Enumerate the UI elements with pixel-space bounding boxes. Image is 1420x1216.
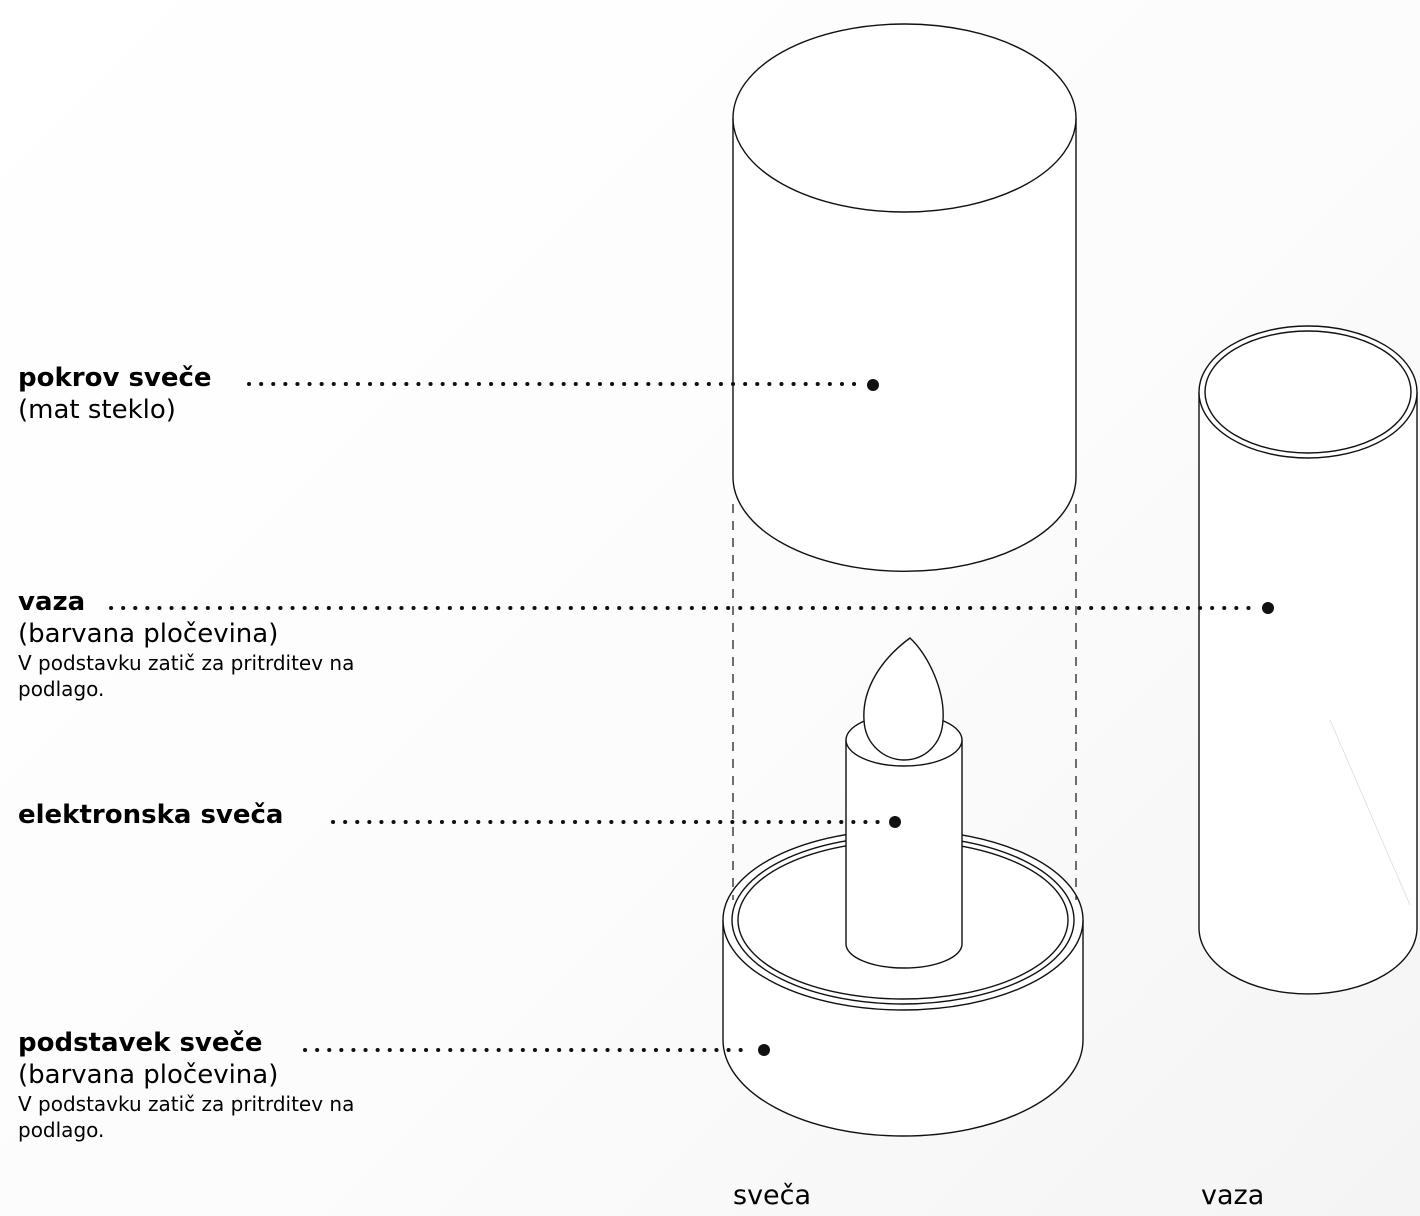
base-material: (barvana pločevina) bbox=[18, 1060, 279, 1090]
base-label: podstavek sveče (barvana pločevina) V po… bbox=[18, 1027, 428, 1143]
cover-leader-dot bbox=[867, 379, 879, 391]
vase-label: vaza (barvana pločevina) V podstavku zat… bbox=[18, 586, 428, 702]
base-name: podstavek sveče bbox=[18, 1028, 263, 1058]
base-note: V podstavku zatič za pritrditev na podla… bbox=[18, 1092, 355, 1142]
vase-caption: vaza bbox=[1201, 1180, 1265, 1211]
vase-note: V podstavku zatič za pritrditev na podla… bbox=[18, 651, 355, 701]
vase-cylinder bbox=[1198, 325, 1418, 995]
candle-assembly-caption: sveča bbox=[733, 1180, 812, 1211]
vase-leader-dot bbox=[1262, 602, 1274, 614]
vase-name: vaza bbox=[18, 587, 86, 617]
candle-name: elektronska sveča bbox=[18, 800, 284, 830]
candle-leader-dot bbox=[889, 816, 901, 828]
cover-cylinder bbox=[732, 23, 1077, 572]
vase-material: (barvana pločevina) bbox=[18, 619, 279, 649]
flame-shape bbox=[863, 637, 944, 761]
cover-material: (mat steklo) bbox=[18, 395, 176, 425]
cover-name: pokrov sveče bbox=[18, 363, 212, 393]
candle-label: elektronska sveča bbox=[18, 799, 283, 831]
base-leader-dot bbox=[758, 1044, 770, 1056]
cover-label: pokrov sveče (mat steklo) bbox=[18, 362, 212, 426]
construction-lines bbox=[732, 504, 1077, 900]
